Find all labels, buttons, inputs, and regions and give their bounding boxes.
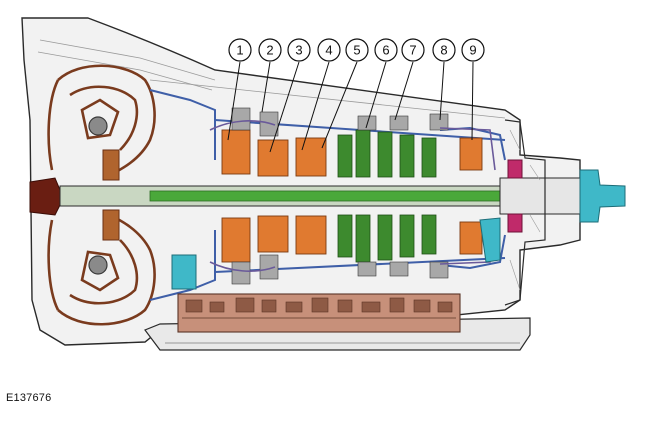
output-seal-top [507, 159, 523, 179]
figure-id: E137676 [6, 392, 52, 404]
output-seal-bottom [507, 213, 523, 233]
flexplate-hub [29, 177, 61, 216]
callout-4: 4 [317, 38, 341, 62]
callout-circle [461, 38, 485, 62]
callout-circle [258, 38, 282, 62]
callout-5: 5 [345, 38, 369, 62]
turbine-hub-bottom [88, 255, 108, 275]
callout-circle [345, 38, 369, 62]
pump-accumulator [171, 254, 197, 290]
output-flange [579, 169, 626, 223]
extension-housing [504, 119, 546, 306]
callout-label: 4 [325, 43, 332, 58]
callout-circle [374, 38, 398, 62]
extension-housing-hatch [509, 129, 541, 291]
callout-label: 1 [236, 43, 243, 58]
torque-converter [47, 64, 156, 326]
callout-circle [317, 38, 341, 62]
stator-bottom [102, 209, 120, 241]
callout-circle [287, 38, 311, 62]
callout-circle [401, 38, 425, 62]
output-shaft-housing [499, 177, 581, 215]
callout-6: 6 [374, 38, 398, 62]
callout-2: 2 [258, 38, 282, 62]
rear-support-cyan [479, 217, 501, 263]
callout-1: 1 [228, 38, 252, 62]
valve-body [177, 293, 461, 333]
friction-discs [231, 107, 449, 285]
callout-9: 9 [461, 38, 485, 62]
callout-label: 2 [266, 43, 273, 58]
callout-3: 3 [287, 38, 311, 62]
callout-label: 7 [409, 43, 416, 58]
callout-label: 8 [440, 43, 447, 58]
stator-top [102, 149, 120, 181]
clutch-drums [209, 120, 496, 272]
callout-group: 1 2 3 4 5 6 7 8 9 [228, 38, 485, 62]
clutch-packs-bottom [337, 214, 437, 263]
callout-label: 6 [382, 43, 389, 58]
gearsets-top [221, 129, 483, 177]
turbine-hub-top [88, 116, 108, 136]
clutch-packs-top [337, 129, 437, 178]
gearsets-bottom [221, 215, 483, 263]
intermediate-shaft [149, 190, 501, 202]
callout-circle [432, 38, 456, 62]
housing-top-hatch [37, 39, 506, 119]
callout-label: 5 [353, 43, 360, 58]
callout-label: 9 [469, 43, 476, 58]
callout-circle [228, 38, 252, 62]
callout-label: 3 [295, 43, 302, 58]
callout-leaders [227, 61, 474, 153]
callout-8: 8 [432, 38, 456, 62]
callout-7: 7 [401, 38, 425, 62]
